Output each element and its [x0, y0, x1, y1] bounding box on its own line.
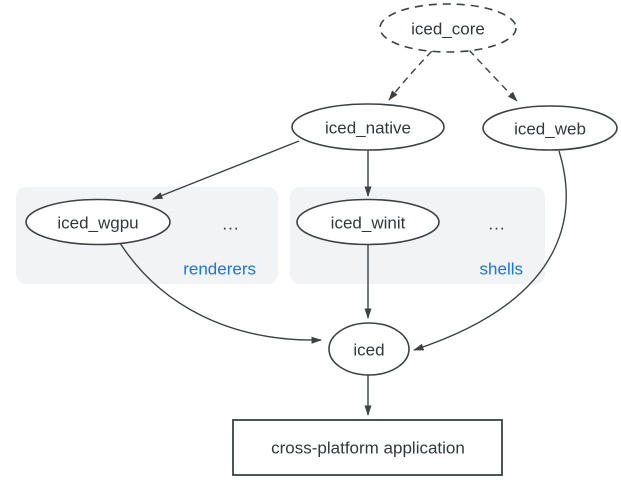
node-cross-platform-application: [232, 419, 503, 476]
edge-wgpu-to-iced: [119, 242, 322, 344]
node-iced: [328, 322, 410, 376]
renderers-group-label: renderers: [183, 260, 256, 279]
node-iced-winit-label: iced_winit: [331, 214, 406, 233]
node-iced-web: [482, 105, 618, 151]
edge-web-to-iced: [413, 150, 567, 351]
node-cross-platform-application-label: cross-platform application: [271, 439, 465, 458]
node-iced-web-label: iced_web: [514, 120, 586, 139]
node-iced-wgpu-label: iced_wgpu: [57, 214, 138, 233]
edge-core-to-web: [468, 49, 518, 102]
node-iced-native: [291, 103, 445, 151]
node-iced-core: [379, 3, 517, 53]
shells-ellipsis: ...: [488, 215, 505, 234]
edge-core-to-native: [388, 50, 433, 101]
renderers-ellipsis: ...: [222, 215, 239, 234]
shells-group-label: shells: [480, 260, 523, 279]
node-iced-core-label: iced_core: [411, 20, 485, 39]
edge-native-to-wgpu: [152, 140, 300, 200]
node-iced-winit: [296, 198, 440, 246]
node-iced-native-label: iced_native: [325, 119, 411, 138]
node-iced-wgpu: [25, 198, 171, 246]
node-iced-label: iced: [353, 341, 384, 360]
